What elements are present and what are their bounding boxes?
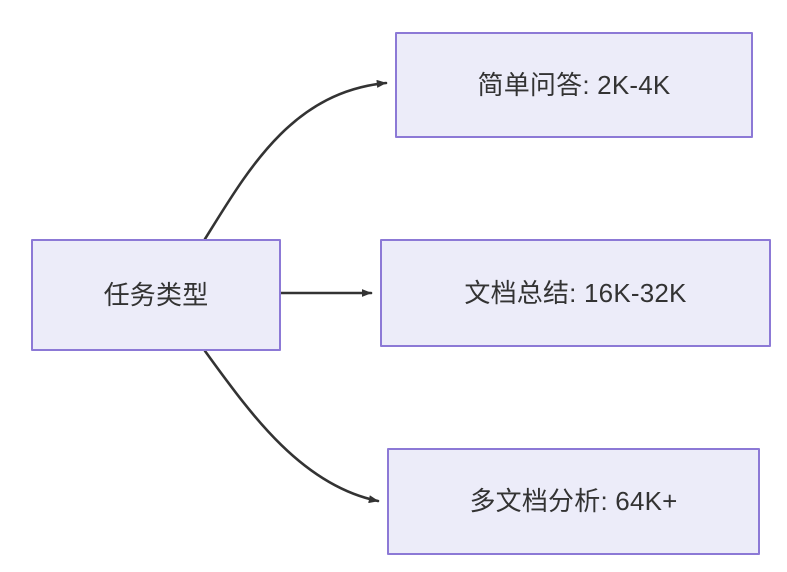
flow-node-multi-doc[interactable]: 多文档分析: 64K+	[387, 448, 760, 555]
flow-node-label-simple-qa: 简单问答: 2K-4K	[477, 69, 671, 100]
edge-root-to-simple-qa	[203, 79, 388, 241]
flow-node-label-multi-doc: 多文档分析: 64K+	[469, 486, 678, 517]
flow-node-label-doc-summary: 文档总结: 16K-32K	[464, 277, 687, 308]
flow-node-doc-summary[interactable]: 文档总结: 16K-32K	[380, 239, 771, 347]
flow-node-simple-qa[interactable]: 简单问答: 2K-4K	[395, 32, 753, 138]
edge-root-to-multi-doc	[203, 349, 380, 504]
flow-node-task-type[interactable]: 任务类型	[31, 239, 281, 351]
flow-node-label-task-type: 任务类型	[103, 279, 209, 310]
